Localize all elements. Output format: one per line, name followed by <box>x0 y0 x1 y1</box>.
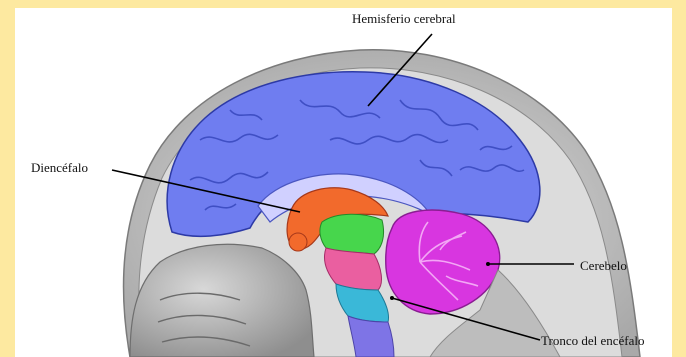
frame-top <box>0 0 686 8</box>
tronco-spinal <box>348 316 394 357</box>
label-tronco-del-encefalo: Tronco del encéfalo <box>541 334 645 347</box>
tronco-midbrain <box>320 214 384 254</box>
label-diencefalo: Diencéfalo <box>31 161 88 174</box>
leader-dot-cerebelo <box>486 262 490 266</box>
label-hemisferio-cerebral: Hemisferio cerebral <box>352 12 456 25</box>
leader-dot-tronco <box>390 296 394 300</box>
diencefalo-nodule <box>289 233 307 251</box>
frame-right <box>672 0 686 357</box>
frame-left <box>0 0 15 357</box>
label-cerebelo: Cerebelo <box>580 259 627 272</box>
